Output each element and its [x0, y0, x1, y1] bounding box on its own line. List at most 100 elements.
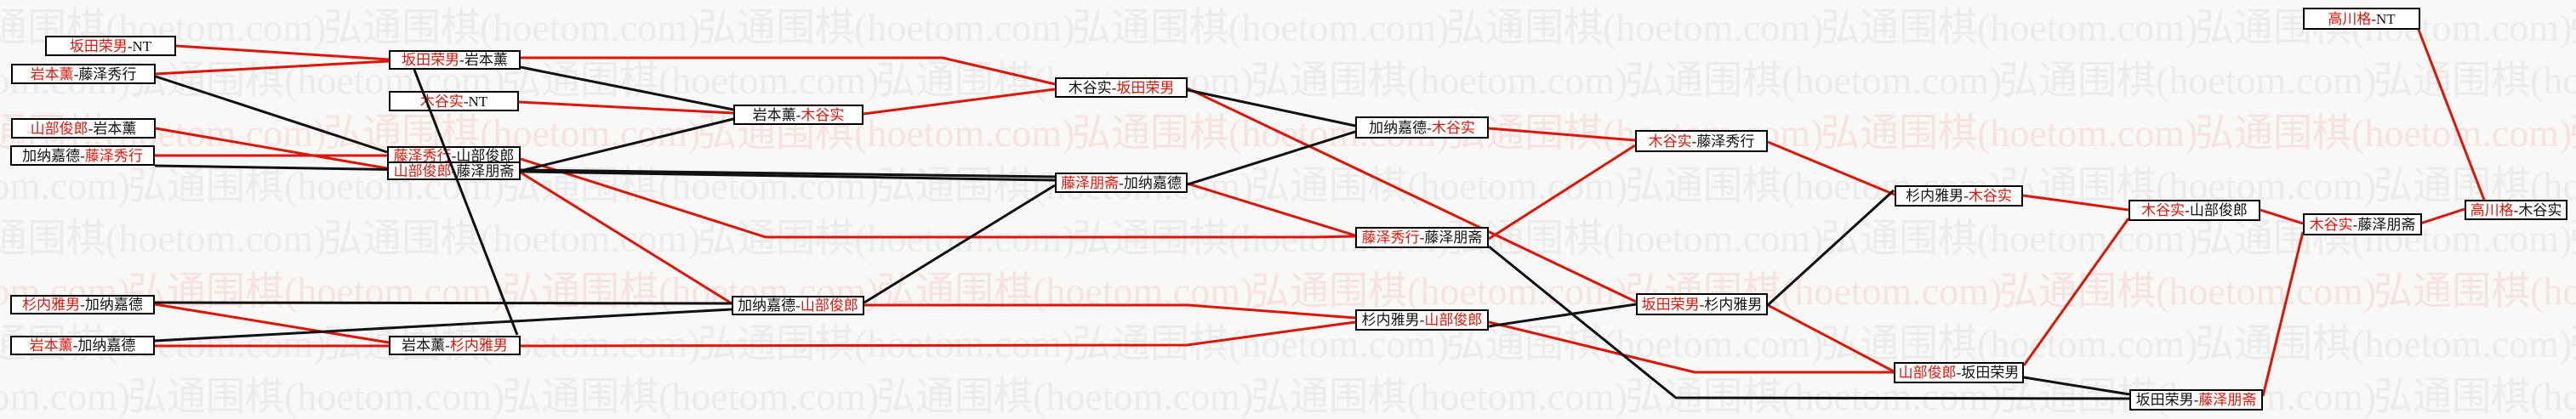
- connector-line-26: [155, 75, 388, 154]
- connector-line-38: [1488, 303, 1637, 328]
- winner-name: 坂田荣男: [402, 52, 460, 68]
- match-box-坂田荣男-NT[interactable]: 坂田荣男-NT: [45, 36, 176, 56]
- winner-name: 木谷实: [419, 93, 464, 110]
- match-box-杉内雅男-加纳嘉德[interactable]: 杉内雅男-加纳嘉德: [10, 295, 155, 314]
- connector-line-12: [1187, 87, 1637, 303]
- connector-line-33: [1187, 88, 1356, 127]
- match-box-岩本薰-杉内雅男[interactable]: 岩本薰-杉内雅男: [389, 336, 521, 355]
- vs-dash: -: [1111, 79, 1117, 96]
- loser-name: NT: [468, 93, 488, 110]
- match-box-木谷实-NT[interactable]: 木谷实-NT: [389, 91, 519, 111]
- match-box-木谷实-坂田荣男[interactable]: 木谷实-坂田荣男: [1055, 77, 1188, 98]
- loser-name: 杉内雅男: [1704, 296, 1763, 313]
- vs-dash: -: [1119, 174, 1124, 191]
- connector-line-13: [1187, 182, 1356, 237]
- match-box-加纳嘉德-山部俊郎[interactable]: 加纳嘉德-山部俊郎: [732, 296, 864, 315]
- connector-line-21: [2022, 218, 2130, 366]
- vs-dash: -: [80, 147, 85, 164]
- vs-dash: -: [73, 65, 79, 82]
- loser-name: NT: [2376, 10, 2396, 27]
- winner-name: 坂田荣男: [1641, 296, 1700, 313]
- winner-name: 高川格: [2470, 201, 2514, 218]
- match-box-高川格-NT[interactable]: 高川格-NT: [2303, 8, 2420, 30]
- match-box-坂田荣男-杉内雅男[interactable]: 坂田荣男-杉内雅男: [1636, 293, 1768, 315]
- winner-name: 岩本薰: [752, 106, 796, 123]
- connector-line-11: [863, 88, 1056, 116]
- connector-line-24: [2419, 207, 2465, 225]
- match-box-加纳嘉德-木谷实[interactable]: 加纳嘉德-木谷实: [1355, 116, 1489, 139]
- match-box-山部俊郎-坂田荣男[interactable]: 山部俊郎-坂田荣男: [1894, 362, 2024, 383]
- match-box-木谷实-藤泽朋斋[interactable]: 木谷实-藤泽朋斋: [2303, 213, 2422, 235]
- loser-name: 藤泽朋斋: [456, 162, 515, 179]
- loser-name: 山部俊郎: [456, 147, 515, 164]
- loser-name: 岩本薰: [93, 120, 137, 137]
- connector-line-8: [520, 171, 732, 305]
- match-box-坂田荣男-藤泽朋斋[interactable]: 坂田荣男-藤泽朋斋: [2129, 389, 2263, 411]
- winner-name: 藤泽秀行: [393, 147, 452, 164]
- match-box-木谷实-山部俊郎[interactable]: 木谷实-山部俊郎: [2129, 200, 2260, 221]
- match-box-杉内雅男-山部俊郎[interactable]: 杉内雅男-山部俊郎: [1355, 309, 1489, 331]
- match-box-木谷实-藤泽秀行[interactable]: 木谷实-藤泽秀行: [1635, 130, 1768, 152]
- winner-name: 山部俊郎: [393, 162, 452, 179]
- loser-name: 木谷实: [801, 106, 845, 123]
- connector-line-34: [1187, 130, 1356, 186]
- connector-line-25: [2417, 29, 2486, 201]
- vs-dash: -: [445, 337, 450, 354]
- connector-line-9: [520, 320, 1356, 348]
- match-box-加纳嘉德-藤泽秀行[interactable]: 加纳嘉德-藤泽秀行: [10, 145, 155, 166]
- match-box-岩本薰-藤泽秀行[interactable]: 岩本薰-藤泽秀行: [11, 64, 156, 84]
- connector-line-30: [863, 184, 1056, 304]
- connector-line-4: [154, 303, 390, 344]
- vs-dash: -: [80, 297, 85, 313]
- vs-dash: -: [795, 297, 801, 314]
- loser-name: 藤泽朋斋: [1424, 229, 1483, 246]
- connector-line-7: [518, 100, 734, 115]
- winner-name: 加纳嘉德: [738, 297, 796, 314]
- vs-dash: -: [1427, 119, 1432, 136]
- match-box-岩本薰-加纳嘉德[interactable]: 岩本薰-加纳嘉德: [10, 336, 155, 355]
- match-box-山部俊郎-藤泽朋斋[interactable]: 山部俊郎-藤泽朋斋: [387, 161, 521, 180]
- match-box-岩本薰-木谷实[interactable]: 岩本薰-木谷实: [733, 105, 863, 125]
- connector-line-10: [864, 303, 1356, 320]
- loser-name: 藤泽朋斋: [2357, 216, 2416, 233]
- loser-name: 藤泽秀行: [78, 65, 137, 82]
- vs-dash: -: [88, 120, 94, 137]
- winner-name: 木谷实: [2309, 216, 2353, 233]
- vs-dash: -: [2193, 392, 2199, 408]
- connector-line-37: [1766, 189, 1895, 307]
- loser-name: 加纳嘉德: [1123, 174, 1182, 191]
- vs-dash: -: [2352, 216, 2358, 233]
- connector-line-39: [520, 65, 734, 111]
- connector-line-19: [1488, 320, 1894, 374]
- winner-name: 藤泽秀行: [1361, 229, 1420, 246]
- match-box-高川格-木谷实[interactable]: 高川格-木谷实: [2465, 200, 2567, 220]
- connector-line-32: [154, 308, 732, 343]
- winner-name: 加纳嘉德: [22, 147, 81, 164]
- winner-name: 山部俊郎: [30, 120, 88, 137]
- winner-name: 杉内雅男: [22, 297, 81, 313]
- loser-name: 坂田荣男: [1116, 79, 1175, 96]
- connector-line-35: [1488, 245, 2130, 400]
- match-box-藤泽朋斋-加纳嘉德[interactable]: 藤泽朋斋-加纳嘉德: [1055, 173, 1188, 193]
- loser-name: NT: [132, 37, 152, 54]
- match-box-藤泽秀行-山部俊郎[interactable]: 藤泽秀行-山部俊郎: [387, 146, 521, 165]
- winner-name: 杉内雅男: [1906, 188, 1964, 204]
- loser-name: 木谷实: [2518, 201, 2562, 218]
- match-box-坂田荣男-岩本薰[interactable]: 坂田荣男-岩本薰: [389, 50, 521, 70]
- loser-name: 岩本薰: [464, 52, 508, 68]
- vs-dash: -: [795, 106, 801, 123]
- loser-name: 山部俊郎: [2189, 202, 2248, 218]
- match-box-山部俊郎-岩本薰[interactable]: 山部俊郎-岩本薰: [11, 118, 156, 139]
- vs-dash: -: [2371, 10, 2376, 27]
- match-box-藤泽秀行-藤泽朋斋[interactable]: 藤泽秀行-藤泽朋斋: [1355, 227, 1489, 248]
- winner-name: 高川格: [2328, 10, 2372, 27]
- match-box-杉内雅男-木谷实[interactable]: 杉内雅男-木谷实: [1895, 185, 2023, 207]
- loser-name: 木谷实: [1968, 188, 2012, 204]
- loser-name: 坂田荣男: [1961, 365, 2020, 381]
- connector-line-16: [1488, 144, 1636, 241]
- connector-line-29: [520, 168, 1056, 178]
- vs-dash: -: [2185, 202, 2190, 218]
